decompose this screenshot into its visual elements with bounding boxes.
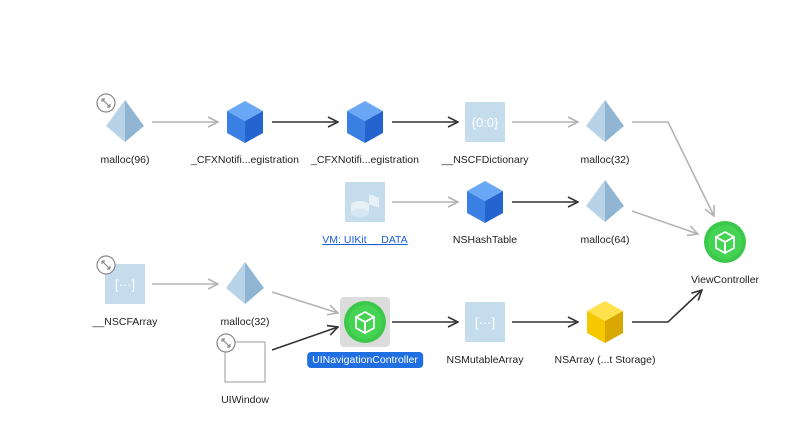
node-view-controller[interactable]: [704, 221, 746, 263]
array-glyph: [···]: [475, 315, 495, 330]
edges: [152, 121, 714, 351]
yellow-cube-icon: [587, 301, 623, 343]
node-label-view-controller: ViewController: [690, 274, 760, 286]
node-label-cfx-1: _CFXNotifi...egistration: [191, 154, 299, 166]
edge-uiwindow-navcontroller: [271, 327, 338, 351]
blue-cube-icon: [227, 101, 263, 143]
node-cfx-notification-registration-1[interactable]: [227, 101, 263, 143]
node-ns-hash-table[interactable]: [467, 181, 503, 223]
dictionary-icon: {0:0}: [465, 102, 505, 142]
edge-malloc64-viewcontroller: [631, 210, 698, 234]
expand-icon[interactable]: [216, 333, 236, 353]
node-ns-array-storage[interactable]: [587, 301, 623, 343]
array-glyph: [···]: [115, 277, 135, 292]
pyramid-icon: [106, 100, 144, 142]
blue-cube-icon: [467, 181, 503, 223]
node-nscf-dictionary[interactable]: {0:0}: [465, 102, 505, 142]
node-malloc-64[interactable]: [586, 180, 624, 222]
edge-nsarray-viewcontroller: [632, 290, 702, 323]
pyramid-icon: [226, 262, 264, 304]
edge-malloc32b-navcontroller: [271, 291, 338, 313]
node-label-ui-window: UIWindow: [221, 394, 269, 406]
node-label-ui-navigation-controller[interactable]: UINavigationController: [307, 352, 423, 368]
node-label-cfx-2: _CFXNotifi...egistration: [311, 154, 419, 166]
node-label-malloc-96: malloc(96): [100, 154, 150, 166]
node-label-ns-hash-table: NSHashTable: [452, 234, 518, 246]
node-malloc-96[interactable]: [96, 93, 144, 142]
pyramid-icon: [586, 180, 624, 222]
node-malloc-32-bottom[interactable]: [226, 262, 264, 304]
node-label-malloc-32-top: malloc(32): [580, 154, 630, 166]
node-nscf-array[interactable]: [···]: [96, 255, 145, 304]
array-icon: [···]: [465, 302, 505, 342]
node-label-nscf-array: __NSCFArray: [92, 316, 158, 328]
node-ui-window[interactable]: [216, 333, 266, 383]
green-cube-icon: [704, 221, 746, 263]
node-malloc-32-top[interactable]: [586, 100, 624, 142]
node-ns-mutable-array[interactable]: [···]: [465, 302, 505, 342]
node-label-ns-mutable-array: NSMutableArray: [446, 354, 524, 366]
blue-cube-icon: [347, 101, 383, 143]
green-cube-icon: [344, 301, 386, 343]
node-label-vm-uikit-data[interactable]: VM: UIKit __DATA: [322, 234, 408, 246]
node-ui-navigation-controller[interactable]: [340, 297, 390, 347]
pyramid-icon: [586, 100, 624, 142]
edge-malloc32-viewcontroller: [632, 121, 714, 216]
node-label-malloc-64: malloc(64): [580, 234, 630, 246]
dictionary-glyph: {0:0}: [472, 115, 499, 130]
node-label-nscf-dictionary: __NSCFDictionary: [441, 154, 529, 166]
node-label-malloc-32-bottom: malloc(32): [220, 316, 270, 328]
node-label-ns-array-storage: NSArray (...t Storage): [554, 354, 656, 366]
expand-icon[interactable]: [96, 255, 116, 275]
vm-region-icon: [345, 182, 385, 222]
node-cfx-notification-registration-2[interactable]: [347, 101, 383, 143]
expand-icon[interactable]: [96, 93, 116, 113]
node-vm-uikit-data[interactable]: [345, 182, 385, 222]
